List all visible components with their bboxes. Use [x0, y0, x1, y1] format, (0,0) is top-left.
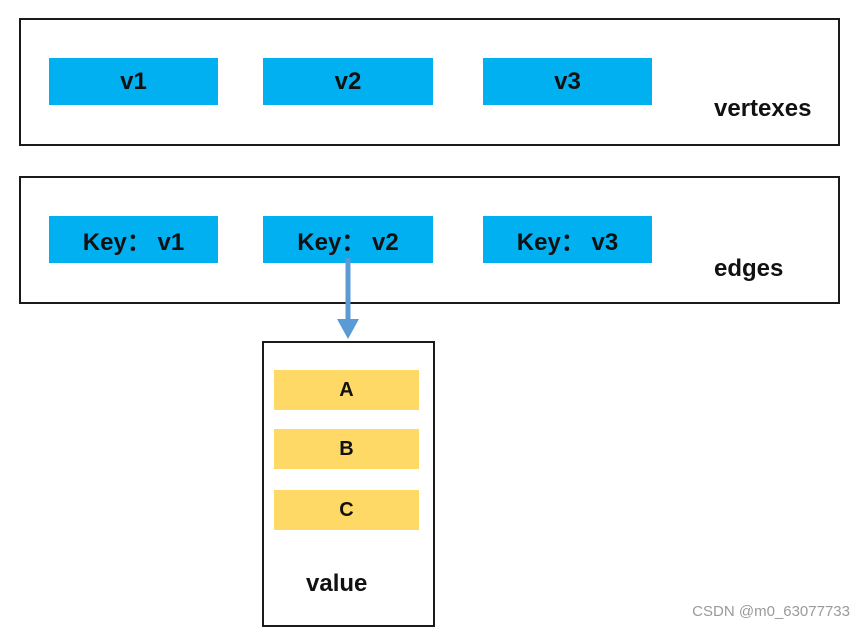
edge-key-v3: Key： v3 [483, 216, 652, 263]
vertex-node-v2: v2 [263, 58, 433, 105]
vertex-node-v1: v1 [49, 58, 218, 105]
arrow-head [337, 319, 359, 339]
vertex-node-v3: v3 [483, 58, 652, 105]
value-item-b: B [274, 429, 419, 469]
value-item-c: C [274, 490, 419, 530]
watermark-text: CSDN @m0_63077733 [692, 603, 850, 620]
vertexes-label: vertexes [714, 95, 812, 122]
edges-label: edges [714, 255, 784, 282]
value-label: value [306, 570, 368, 597]
value-item-a: A [274, 370, 419, 410]
edge-key-v2: Key： v2 [263, 216, 433, 263]
edge-key-v1: Key： v1 [49, 216, 218, 263]
